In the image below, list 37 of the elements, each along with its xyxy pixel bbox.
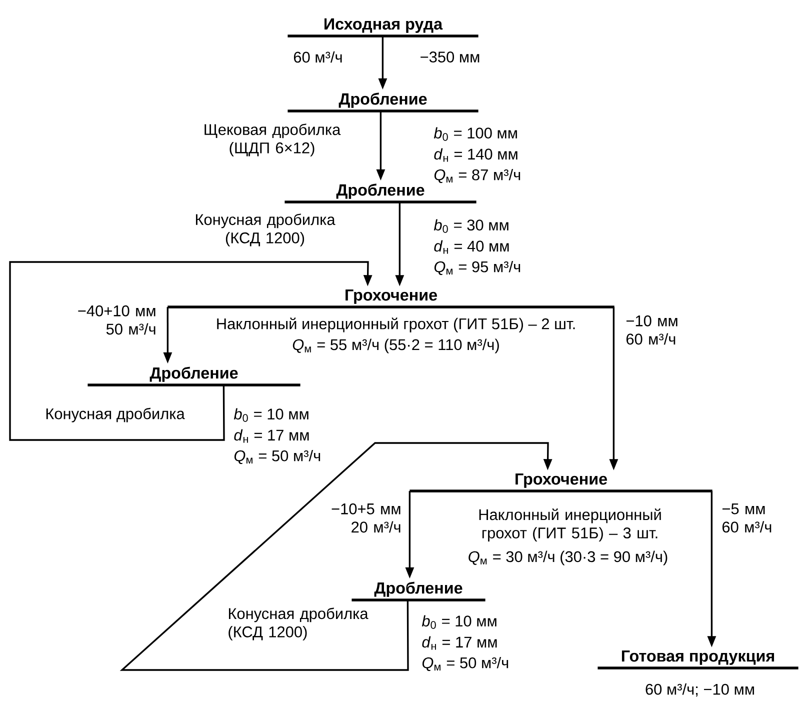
- operation-label: Готовая продукция: [598, 650, 798, 670]
- annotation: d$_{н}$ = 17 мм: [234, 429, 309, 443]
- annotation: Q$_{м}$ = 87 м³/ч: [434, 168, 520, 184]
- operation-label: Дробление: [88, 366, 300, 386]
- annotation: 60 м³/ч; −10 мм: [646, 683, 754, 697]
- arrow: [9, 261, 372, 441]
- annotation: 60 м³/ч: [294, 51, 342, 63]
- annotation: Q$_{м}$ = 30 м³/ч (30·3 = 90 м³/ч): [468, 550, 668, 566]
- annotation: Конусная дробилка (КСД 1200): [228, 608, 368, 640]
- annotation: Конусная дробилка: [46, 408, 185, 422]
- annotation: d$_{н}$ = 40 мм: [434, 240, 509, 254]
- annotation: Конусная дробилка (КСД 1200): [196, 214, 336, 246]
- edge-label: −5 мм 60 м³/ч: [722, 503, 772, 533]
- edge-label: −40+10 мм 50 м³/ч: [78, 305, 156, 335]
- annotation: Q$_{м}$ = 95 м³/ч: [434, 260, 520, 276]
- operation-label: Дробление: [352, 582, 486, 602]
- annotation: Q$_{м}$ = 50 м³/ч: [234, 450, 320, 464]
- edge-label: −10+5 мм 20 м³/ч: [332, 503, 400, 533]
- annotation: Щековая дробилка (ЩДП 6×12): [204, 124, 341, 156]
- annotation: Q$_{м}$ = 50 м³/ч: [422, 656, 508, 672]
- annotation: Q$_{м}$ = 55 м³/ч (55·2 = 110 м³/ч): [292, 338, 499, 354]
- annotation: d$_{н}$ = 140 мм: [434, 148, 518, 162]
- edge-label: −10 мм 60 м³/ч: [626, 315, 678, 345]
- annotation: b$_{0}$ = 100 мм: [434, 127, 517, 141]
- annotation: b$_{0}$ = 10 мм: [422, 615, 496, 629]
- operation-label: Исходная руда: [288, 18, 478, 38]
- annotation: Наклонный инерционный грохот (ГИТ 51Б) – 3 шт.: [479, 508, 661, 542]
- annotation: −350 мм: [420, 52, 480, 62]
- operation-label: Грохочение: [168, 289, 614, 308]
- annotation: d$_{н}$ = 17 мм: [422, 636, 497, 650]
- annotation: b$_{0}$ = 30 мм: [434, 219, 508, 233]
- operation-label: Дробление: [284, 184, 476, 204]
- arrow: [120, 442, 552, 671]
- annotation: Наклонный инерционный грохот (ГИТ 51Б) – 2 шт.: [217, 318, 575, 332]
- annotation: b$_{0}$ = 10 мм: [234, 408, 308, 422]
- operation-label: Грохочение: [410, 473, 712, 492]
- operation-label: Дробление: [288, 92, 478, 112]
